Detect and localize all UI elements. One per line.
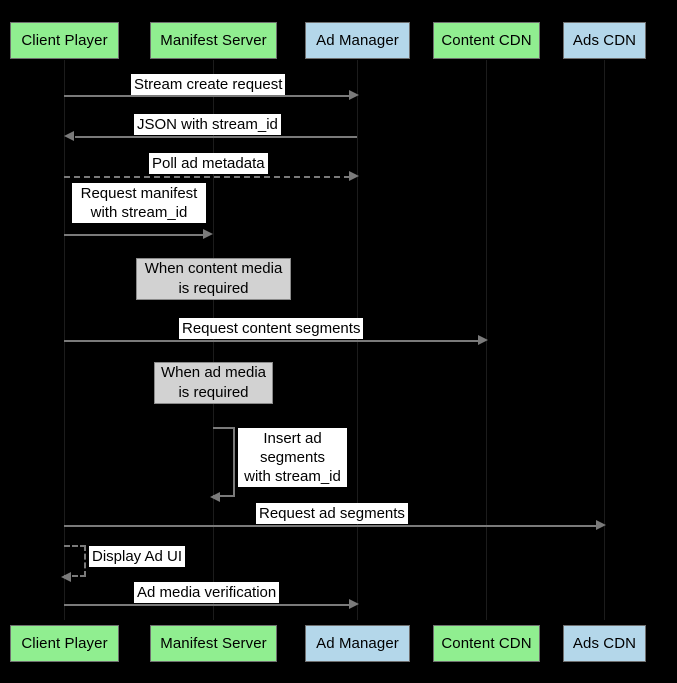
selfloop-display-ad-ui bbox=[64, 545, 86, 577]
arrow-head-poll-ad-metadata bbox=[349, 171, 359, 181]
actor-box-client-player-bottom[interactable]: Client Player bbox=[10, 625, 119, 662]
message-line-request-ad-segments bbox=[64, 525, 597, 527]
note-when-content-media-line-1: When content media bbox=[144, 260, 283, 277]
message-label-request-content-segments: Request content segments bbox=[179, 318, 364, 339]
message-line-stream-create-request bbox=[64, 95, 350, 97]
arrow-head-ad-media-verification bbox=[349, 599, 359, 609]
actor-label-ads-cdn-top: Ads CDN bbox=[572, 32, 637, 49]
arrow-head-request-manifest bbox=[203, 229, 213, 239]
arrow-head-request-ad-segments bbox=[596, 520, 606, 530]
message-label-request-ad-segments: Request ad segments bbox=[256, 503, 408, 524]
message-label-poll-ad-metadata: Poll ad metadata bbox=[149, 153, 268, 174]
message-line-json-with-stream-id bbox=[75, 136, 357, 138]
message-label-json-with-stream-id: JSON with stream_id bbox=[134, 114, 281, 135]
message-label-insert-ad-segments-line-3: with stream_id bbox=[244, 468, 341, 485]
actor-box-manifest-server-bottom[interactable]: Manifest Server bbox=[150, 625, 277, 662]
actor-label-ads-cdn-bottom: Ads CDN bbox=[572, 635, 637, 652]
message-label-display-ad-ui: Display Ad UI bbox=[89, 546, 186, 567]
actor-box-ads-cdn-bottom[interactable]: Ads CDN bbox=[563, 625, 646, 662]
arrow-head-stream-create-request bbox=[349, 90, 359, 100]
arrow-head-json-with-stream-id bbox=[64, 131, 74, 141]
actor-box-manifest-server-top[interactable]: Manifest Server bbox=[150, 22, 277, 59]
message-label-insert-ad-segments: Insert ad segments with stream_id bbox=[238, 428, 347, 487]
actor-label-content-cdn-top: Content CDN bbox=[441, 32, 532, 49]
message-line-request-content-segments bbox=[64, 340, 479, 342]
arrow-head-display-ad-ui bbox=[61, 572, 71, 582]
message-line-request-manifest bbox=[64, 234, 204, 236]
message-label-stream-create-request: Stream create request bbox=[131, 74, 286, 95]
actor-box-content-cdn-bottom[interactable]: Content CDN bbox=[433, 625, 540, 662]
message-label-request-manifest: Request manifest with stream_id bbox=[72, 183, 206, 223]
note-when-content-media-line-2: is required bbox=[178, 280, 249, 297]
actor-label-ad-manager-bottom: Ad Manager bbox=[316, 635, 399, 652]
message-label-request-manifest-line-2: with stream_id bbox=[90, 204, 188, 221]
actor-label-manifest-server-top: Manifest Server bbox=[160, 32, 267, 49]
actor-box-content-cdn-top[interactable]: Content CDN bbox=[433, 22, 540, 59]
actor-label-content-cdn-bottom: Content CDN bbox=[441, 635, 532, 652]
selfloop-insert-ad-segments bbox=[213, 427, 235, 497]
note-when-ad-media-line-2: is required bbox=[178, 384, 249, 401]
message-label-request-manifest-line-1: Request manifest bbox=[80, 185, 198, 202]
message-label-ad-media-verification: Ad media verification bbox=[134, 582, 280, 603]
actor-box-client-player-top[interactable]: Client Player bbox=[10, 22, 119, 59]
actor-label-client-player-top: Client Player bbox=[21, 32, 108, 49]
actor-box-ad-manager-top[interactable]: Ad Manager bbox=[305, 22, 410, 59]
arrow-head-request-content-segments bbox=[478, 335, 488, 345]
message-line-ad-media-verification bbox=[64, 604, 350, 606]
message-line-poll-ad-metadata bbox=[64, 176, 350, 178]
note-when-content-media-is-required: When content media is required bbox=[136, 258, 291, 300]
actor-box-ad-manager-bottom[interactable]: Ad Manager bbox=[305, 625, 410, 662]
message-label-insert-ad-segments-line-2: segments bbox=[259, 449, 326, 466]
message-label-insert-ad-segments-line-1: Insert ad bbox=[263, 430, 322, 447]
actor-label-manifest-server-bottom: Manifest Server bbox=[160, 635, 267, 652]
lifeline-ads-cdn bbox=[604, 60, 605, 620]
actor-label-ad-manager-top: Ad Manager bbox=[316, 32, 399, 49]
actor-label-client-player-bottom: Client Player bbox=[21, 635, 108, 652]
note-when-ad-media-line-1: When ad media bbox=[160, 364, 267, 381]
note-when-ad-media-is-required: When ad media is required bbox=[154, 362, 273, 404]
arrow-head-insert-ad-segments bbox=[210, 492, 220, 502]
actor-box-ads-cdn-top[interactable]: Ads CDN bbox=[563, 22, 646, 59]
